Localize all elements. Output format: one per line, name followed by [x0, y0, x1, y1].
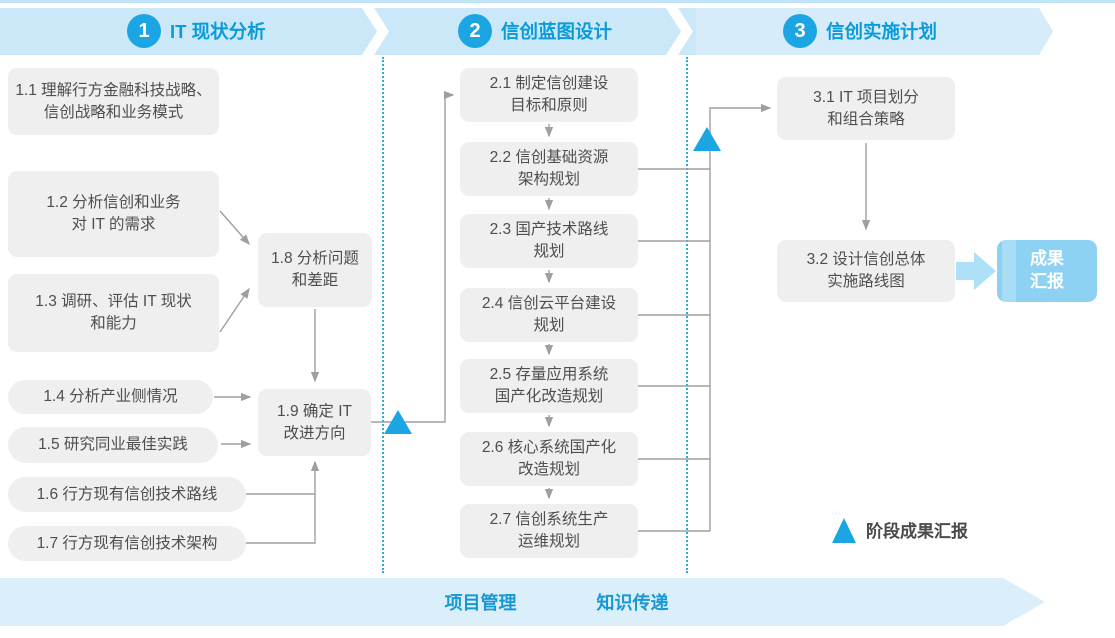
step-text: 对 IT 的需求	[71, 216, 156, 233]
step-text: 3.1 IT 项目划分	[813, 88, 919, 106]
step-text: 1.4 分析产业侧情况	[43, 388, 178, 405]
step-box-3-2: 3.2 设计信创总体 实施路线图	[777, 240, 955, 302]
phase-3-title: 信创实施计划	[826, 21, 938, 42]
step-box-1-2: 1.2 分析信创和业务 对 IT 的需求	[8, 171, 219, 257]
step-text: 改造规划	[517, 461, 580, 478]
step-text: 1.5 研究同业最佳实践	[38, 436, 188, 453]
phase-2-number-badge: 2	[458, 14, 492, 48]
step-box-2-2: 2.2 信创基础资源 架构规划	[460, 142, 638, 196]
step-box-1-3: 1.3 调研、评估 IT 现状 和能力	[8, 274, 219, 352]
phase-1-title: IT 现状分析	[170, 21, 266, 42]
step-box-1-4: 1.4 分析产业侧情况	[8, 380, 213, 414]
legend-label: 阶段成果汇报	[866, 522, 968, 541]
step-text: 1.6 行方现有信创技术路线	[36, 485, 218, 503]
step-text: 2.1 制定信创建设	[489, 75, 609, 92]
step-text: 1.3 调研、评估 IT 现状	[35, 293, 192, 310]
step-box-2-4: 2.4 信创云平台建设 规划	[460, 288, 638, 342]
milestone-triangle-phase1-icon	[384, 410, 412, 434]
top-edge-strip	[0, 0, 1115, 3]
step-text: 国产化改造规划	[494, 388, 604, 405]
step-text: 规划	[533, 243, 565, 260]
step-box-2-7: 2.7 信创系统生产 运维规划	[460, 504, 638, 558]
bottom-banner-item-knowledge-transfer: 知识传递	[596, 593, 669, 613]
phase-1-number-badge: 1	[127, 14, 161, 48]
step-text: 2.6 核心系统国产化	[481, 439, 617, 456]
step-text: 1.2 分析信创和业务	[46, 194, 181, 211]
step-box-2-6: 2.6 核心系统国产化 改造规划	[460, 432, 638, 486]
step-box-2-5: 2.5 存量应用系统 国产化改造规划	[460, 359, 638, 413]
step-text: 实施路线图	[827, 273, 905, 290]
step-text: 目标和原则	[510, 97, 588, 114]
legend-triangle-icon	[832, 518, 856, 543]
step-text: 规划	[533, 317, 565, 334]
phase-2-header: 2 信创蓝图设计	[458, 14, 612, 48]
step-box-1-9: 1.9 确定 IT 改进方向	[258, 389, 371, 456]
result-text: 成果	[1030, 249, 1064, 269]
step-text: 2.2 信创基础资源	[489, 149, 609, 166]
bottom-banner	[0, 578, 1045, 626]
bottom-banner-item-project-management: 项目管理	[444, 593, 517, 613]
step-text: 2.4 信创云平台建设	[481, 295, 617, 312]
phase-divider-1	[382, 57, 384, 573]
step-text: 1.8 分析问题	[271, 250, 359, 267]
step-box-1-8: 1.8 分析问题 和差距	[258, 233, 372, 307]
step-text: 1.9 确定 IT	[277, 402, 352, 420]
step-text: 和组合策略	[827, 110, 905, 128]
step-text: 信创战略和业务模式	[43, 103, 184, 121]
phase-divider-2	[686, 57, 688, 573]
step-text: 改进方向	[283, 424, 346, 442]
step-box-2-1: 2.1 制定信创建设 目标和原则	[460, 68, 638, 122]
step-box-1-6: 1.6 行方现有信创技术路线	[8, 477, 246, 512]
step-box-3-1: 3.1 IT 项目划分 和组合策略	[777, 77, 955, 140]
step-text: 运维规划	[517, 533, 580, 550]
step-text: 3.2 设计信创总体	[806, 251, 926, 268]
phase-2-title: 信创蓝图设计	[501, 21, 613, 42]
milestone-triangle-phase2-icon	[693, 127, 721, 151]
step-text: 1.1 理解行方金融科技战略、	[15, 81, 212, 99]
phase-3-header: 3 信创实施计划	[783, 14, 937, 48]
step-box-1-1: 1.1 理解行方金融科技战略、 信创战略和业务模式	[8, 68, 219, 135]
step-box-1-7: 1.7 行方现有信创技术架构	[8, 526, 246, 561]
result-box: 成果 汇报	[997, 240, 1097, 302]
step-text: 2.5 存量应用系统	[489, 366, 609, 383]
result-text: 汇报	[1030, 272, 1064, 291]
step-box-1-5: 1.5 研究同业最佳实践	[8, 427, 218, 463]
step-box-2-3: 2.3 国产技术路线 规划	[460, 214, 638, 268]
step-text: 1.7 行方现有信创技术架构	[36, 534, 218, 552]
step-text: 2.3 国产技术路线	[489, 221, 609, 238]
phase-banner-segment-3	[696, 8, 1053, 55]
step-text: 架构规划	[517, 171, 580, 188]
step-text: 和差距	[291, 272, 339, 289]
phase-1-header: 1 IT 现状分析	[127, 14, 266, 48]
result-arrow	[956, 252, 996, 290]
step-text: 2.7 信创系统生产	[489, 511, 609, 528]
phase-3-number-badge: 3	[783, 14, 817, 48]
step-text: 和能力	[90, 315, 137, 332]
